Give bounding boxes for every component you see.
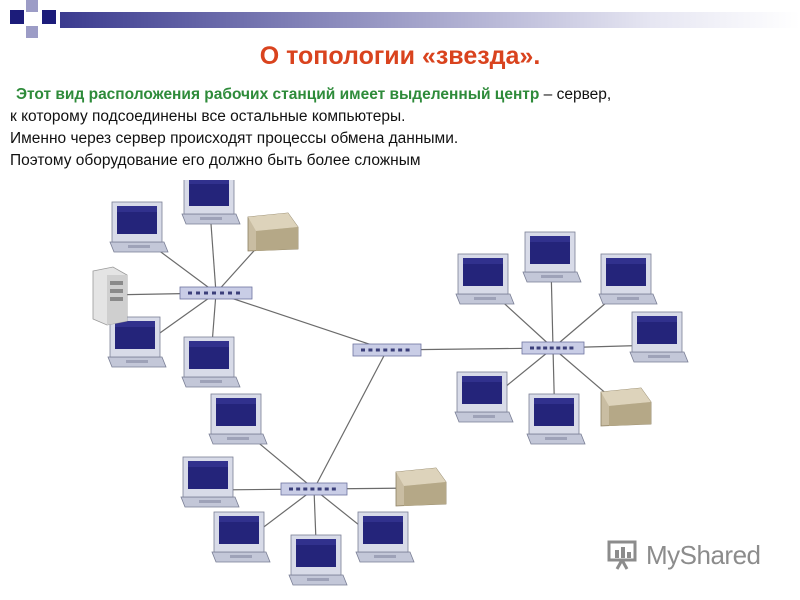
decor-square-icon: [26, 26, 38, 38]
workstation-icon: [455, 253, 515, 305]
text-line-3: Именно через сервер происходят процессы …: [10, 130, 459, 147]
decor-square-icon: [10, 10, 24, 24]
hub-link-line: [215, 292, 388, 351]
workstation-icon: [109, 201, 169, 253]
header-gradient: [60, 12, 800, 28]
network-hub-icon: [179, 286, 253, 300]
workstation-icon: [180, 456, 240, 508]
workstation-icon: [598, 253, 658, 305]
server-tower-icon: [92, 266, 128, 326]
decor-square-icon: [42, 10, 56, 24]
workstation-icon: [208, 393, 268, 445]
printer-icon: [600, 387, 652, 427]
watermark-text: MyShared: [646, 539, 761, 570]
text-line-1: Этот вид расположения рабочих станций им…: [10, 84, 795, 106]
workstation-icon: [107, 316, 167, 368]
myshared-watermark: MyShared: [606, 538, 761, 572]
workstation-icon: [181, 180, 241, 225]
decor-square-icon: [26, 0, 38, 12]
network-hub-icon: [280, 482, 348, 496]
devices: [92, 180, 689, 586]
myshared-logo-icon: [607, 540, 637, 570]
highlighted-text: Этот вид расположения рабочих станций им…: [16, 86, 540, 103]
text-line-1-rest: – сервер,: [539, 86, 612, 103]
workstation-icon: [629, 311, 689, 363]
network-hub-icon: [521, 341, 585, 355]
network-hub-icon: [352, 343, 422, 357]
printer-icon: [247, 212, 299, 252]
workstation-icon: [522, 231, 582, 283]
workstation-icon: [454, 371, 514, 423]
workstation-icon: [526, 393, 586, 445]
workstation-icon: [211, 511, 271, 563]
network-star-topology-diagram: [92, 180, 689, 586]
workstation-icon: [355, 511, 415, 563]
printer-icon: [395, 467, 447, 507]
workstation-icon: [181, 336, 241, 388]
workstation-icon: [288, 534, 348, 586]
decorative-header-bar: [0, 0, 800, 50]
body-paragraph: Этот вид расположения рабочих станций им…: [10, 84, 795, 172]
text-line-4: Поэтому оборудование его должно быть бол…: [10, 152, 421, 169]
slide-title: О топологии «звезда».: [259, 42, 541, 70]
text-line-2: к которому подсоединены все остальные ко…: [10, 108, 406, 125]
hub-link-line: [313, 349, 388, 490]
